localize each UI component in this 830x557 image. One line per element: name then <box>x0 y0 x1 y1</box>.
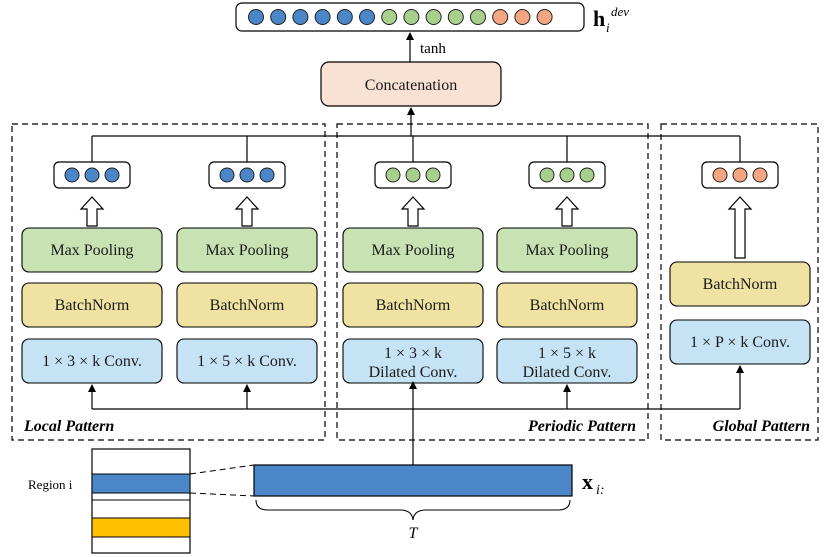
conv-box <box>176 338 318 384</box>
output-cell <box>492 9 509 25</box>
region-table <box>91 448 191 554</box>
periodic-pattern-label: Periodic Pattern <box>527 418 636 435</box>
conv-box <box>496 338 638 384</box>
branch-feature-cell <box>539 167 555 183</box>
input-vector <box>253 464 573 497</box>
length-label: T <box>409 525 419 542</box>
conv-box <box>669 319 811 365</box>
branch-feature-cell <box>239 167 255 183</box>
zoom-line-top <box>189 464 255 475</box>
input-vector-subscript: i: <box>596 483 605 498</box>
branch-up-arrow <box>79 196 105 227</box>
batchnorm-label: BatchNorm <box>530 297 605 314</box>
branch-feature-cell <box>425 167 441 183</box>
output-cell <box>536 9 553 25</box>
output-cell <box>514 9 531 25</box>
region-i-row <box>91 473 191 494</box>
output-vector <box>235 2 585 32</box>
branch-up-arrow <box>727 196 753 259</box>
batchnorm-box <box>21 282 163 328</box>
batchnorm-label: BatchNorm <box>703 276 778 293</box>
conv-label-line2: Dilated Conv. <box>523 364 612 381</box>
branch-feature-cell <box>259 167 275 183</box>
output-cell <box>470 9 486 25</box>
output-cell <box>381 9 398 25</box>
max-pooling-box <box>496 227 638 273</box>
branch-feature-cell <box>712 167 728 183</box>
activation-label: tanh <box>420 41 446 57</box>
length-brace <box>255 499 571 521</box>
branch-feature-cell <box>64 167 80 183</box>
batchnorm-box <box>669 261 811 307</box>
output-cell <box>425 9 442 25</box>
branch-feature-cell <box>219 167 235 183</box>
global-pattern-label: Global Pattern <box>713 418 810 435</box>
output-cell <box>270 9 287 25</box>
branch-feature-cell <box>104 167 120 183</box>
batchnorm-label: BatchNorm <box>210 297 285 314</box>
branch-feature-cell <box>385 167 401 183</box>
output-vector-cells <box>248 9 553 25</box>
local-pattern-label: Local Pattern <box>23 418 114 435</box>
branch-feature-cell <box>84 167 100 183</box>
branch-5: BatchNorm 1 × P × k Conv. <box>669 136 811 365</box>
branch-feature-cell <box>405 167 421 183</box>
output-label: h <box>593 6 605 31</box>
batchnorm-box <box>176 282 318 328</box>
input-vector-label: x <box>582 469 593 494</box>
max-pooling-box <box>342 227 484 273</box>
conv-label-line2: Dilated Conv. <box>369 364 458 381</box>
conv-label-line1: 1 × 5 × k <box>538 345 596 362</box>
zoom-line-bottom <box>189 492 255 497</box>
conv-label: 1 × P × k Conv. <box>690 334 790 351</box>
region-label: Region i <box>28 477 73 492</box>
conv-label: 1 × 3 × k Conv. <box>42 353 142 370</box>
periodic-pattern-group <box>336 123 649 441</box>
max-pooling-label: Max Pooling <box>50 242 133 259</box>
batchnorm-box <box>496 282 638 328</box>
max-pooling-label: Max Pooling <box>205 242 288 259</box>
max-pooling-box <box>21 227 163 273</box>
conv-label-line1: 1 × 3 × k <box>384 345 442 362</box>
local-pattern-group <box>11 123 326 441</box>
branch-up-arrow <box>400 196 426 227</box>
conv-label: 1 × 5 × k Conv. <box>197 353 297 370</box>
output-cell <box>248 9 264 25</box>
output-label-subscript: i <box>606 20 610 35</box>
branch-feature-cell <box>732 167 748 183</box>
max-pooling-label: Max Pooling <box>525 242 608 259</box>
output-cell <box>447 9 464 25</box>
batchnorm-box <box>342 282 484 328</box>
branch-up-arrow <box>554 196 580 227</box>
conv-box <box>21 338 163 384</box>
branch-feature-cell <box>559 167 575 183</box>
batchnorm-label: BatchNorm <box>55 297 130 314</box>
max-pooling-box <box>176 227 318 273</box>
concatenation-box <box>320 61 502 107</box>
batchnorm-label: BatchNorm <box>376 297 451 314</box>
output-cell <box>292 9 309 25</box>
max-pooling-label: Max Pooling <box>371 242 454 259</box>
output-cell <box>336 9 353 25</box>
output-cell <box>314 9 331 25</box>
branch-feature-cell <box>752 167 768 183</box>
output-cell <box>403 9 420 25</box>
global-pattern-group <box>660 123 819 441</box>
output-cell <box>359 9 375 25</box>
branch-up-arrow <box>234 196 260 227</box>
concatenation-label: Concatenation <box>365 77 457 94</box>
output-label-superscript: dev <box>611 4 629 19</box>
branch-feature-cell <box>579 167 595 183</box>
region-highlight-row <box>91 517 191 538</box>
